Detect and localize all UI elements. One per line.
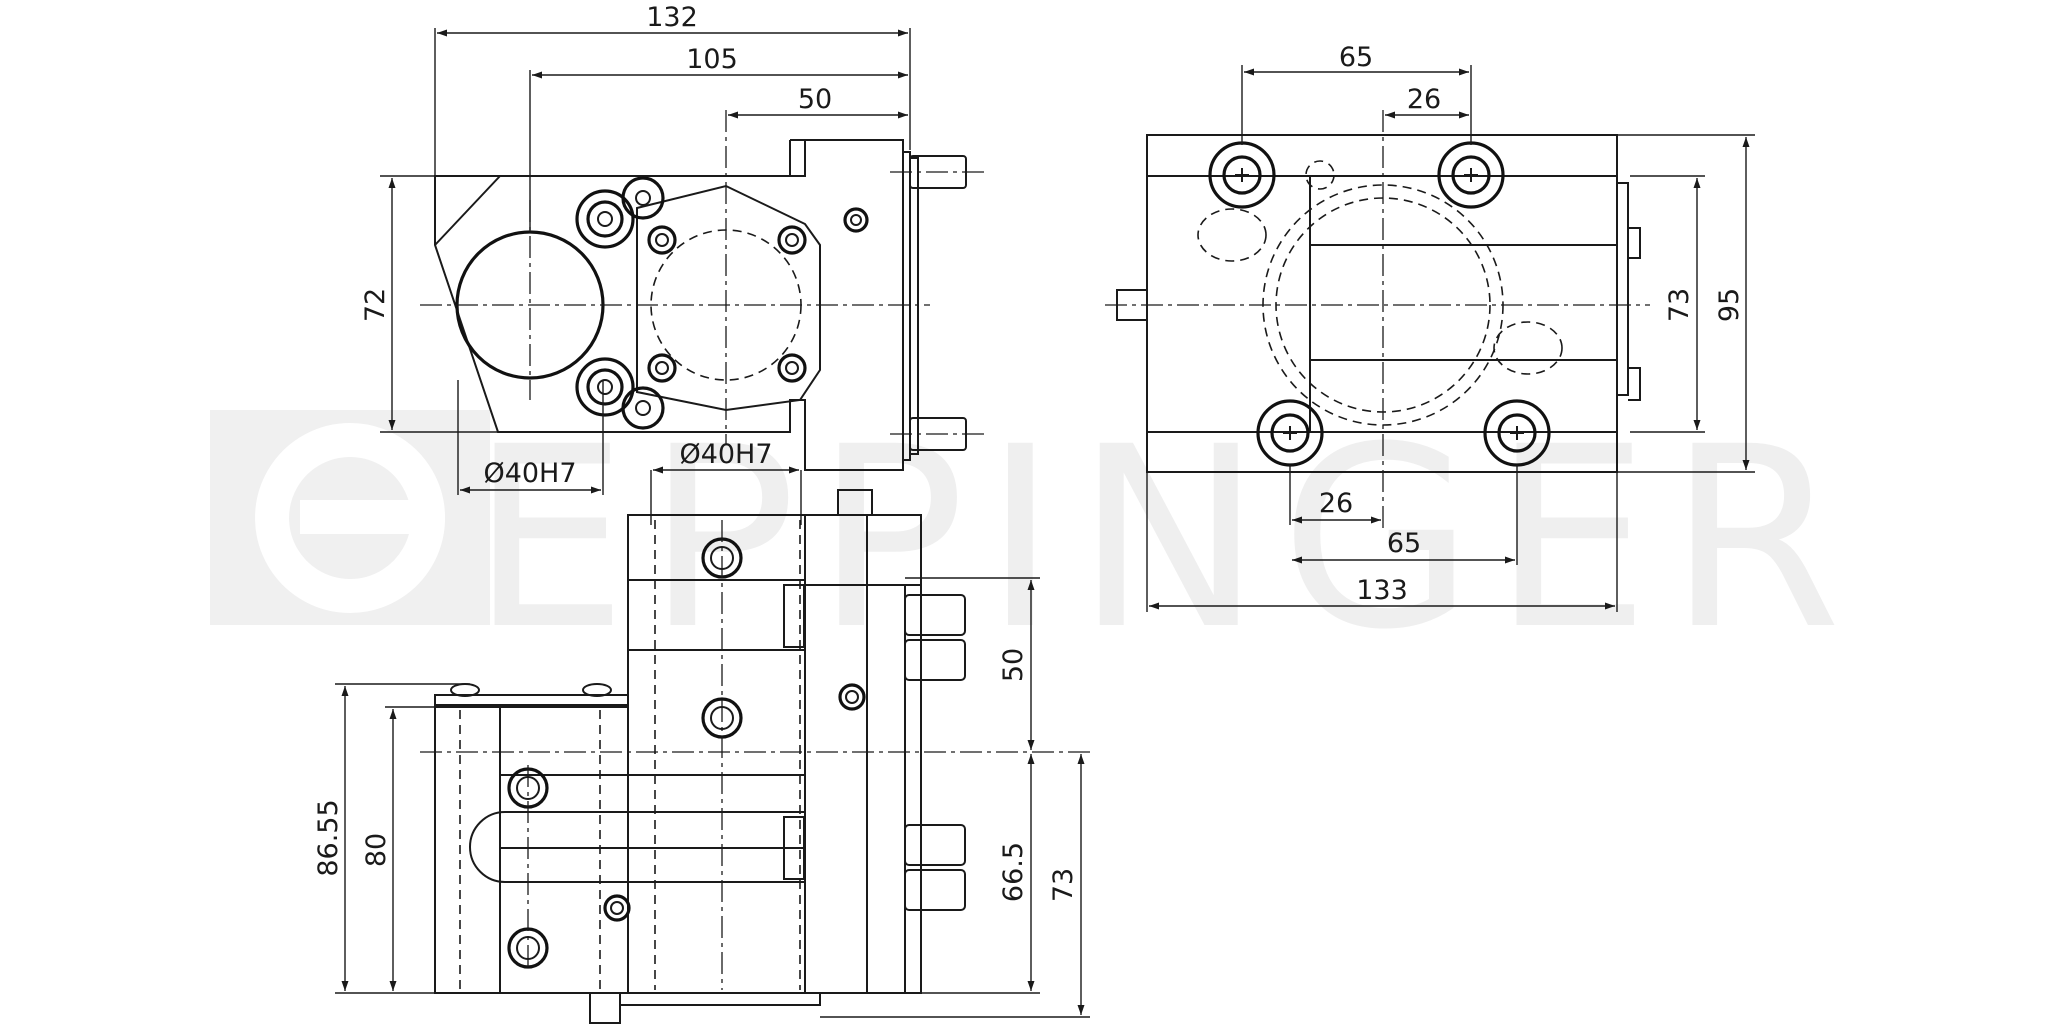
eppinger-watermark: EPPINGER	[210, 393, 1860, 684]
dim-105: 105	[686, 44, 738, 75]
dim-bottom-66-5: 66.5	[998, 842, 1029, 902]
dim-bottom-50: 50	[998, 648, 1029, 682]
dim-132: 132	[646, 2, 698, 33]
dim-side-65-top: 65	[1339, 42, 1373, 73]
front-view-dimensions: 132 105 50 72 Ø40H7 Ø40H7	[360, 2, 911, 525]
eppinger-logo-icon	[255, 423, 446, 613]
dim-side-133: 133	[1356, 575, 1408, 606]
dim-bottom-86-55: 86.55	[313, 799, 344, 876]
dim-side-95: 95	[1714, 288, 1745, 322]
dim-side-26-top: 26	[1407, 84, 1441, 115]
dim-side-65-bottom: 65	[1387, 528, 1421, 559]
dim-bore-right: Ø40H7	[679, 439, 772, 470]
bottom-view-dimensions: 50 66.5 73 86.55 80	[313, 577, 1090, 1018]
dim-side-73: 73	[1664, 288, 1695, 322]
dim-72: 72	[360, 288, 391, 322]
dim-bottom-80: 80	[361, 833, 392, 867]
front-view	[420, 110, 985, 471]
side-view	[1105, 110, 1650, 530]
dim-bottom-73: 73	[1048, 868, 1079, 902]
dim-side-26-bottom: 26	[1319, 488, 1353, 519]
dim-50: 50	[798, 84, 832, 115]
bottom-view	[420, 489, 1090, 1024]
dim-bore-left: Ø40H7	[483, 458, 576, 489]
side-view-dimensions: 65 26 26 65 133 73 95	[1146, 42, 1755, 612]
watermark-brand: EPPINGER	[470, 393, 1860, 684]
